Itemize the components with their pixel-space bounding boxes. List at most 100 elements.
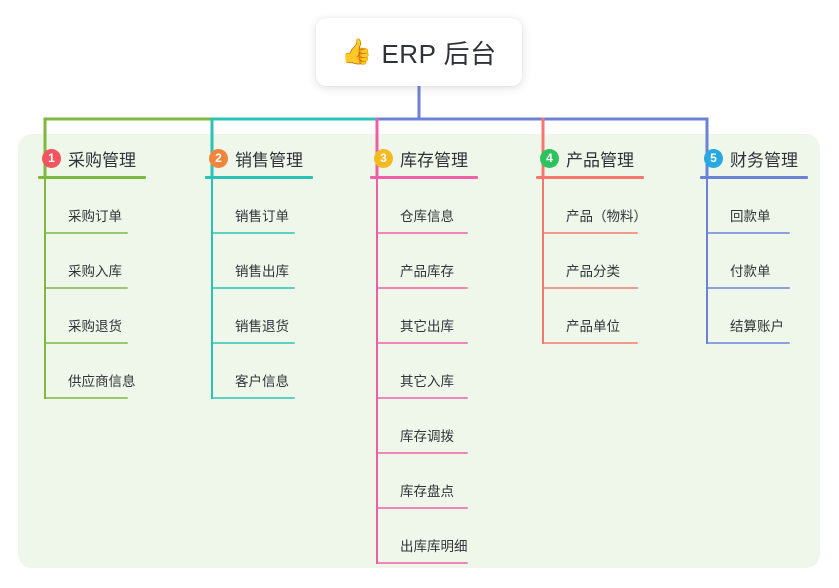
branch-item[interactable]: 销售出库 <box>205 234 313 289</box>
thumbs-up-icon: 👍 <box>341 37 373 66</box>
branch-children-1: 采购订单采购入库采购退货供应商信息 <box>38 179 146 399</box>
branch-badge-icon-5: 5 <box>704 148 723 168</box>
branch-item-label: 库存调拨 <box>400 429 454 444</box>
branch-item-label: 出库库明细 <box>400 539 468 554</box>
branch-item[interactable]: 其它出库 <box>370 289 478 344</box>
root-node-label: ERP 后台 <box>381 38 497 69</box>
branch-spine-4 <box>542 179 544 344</box>
branch-item[interactable]: 产品分类 <box>536 234 644 289</box>
branch-header-1[interactable]: 1 采购管理 <box>38 145 146 171</box>
branch-item-label: 其它入库 <box>400 374 454 389</box>
branch-header-rule-5 <box>700 176 808 179</box>
branch-item-rule <box>706 287 790 289</box>
branch-item[interactable]: 仓库信息 <box>370 179 478 234</box>
branch-children-5: 回款单付款单结算账户 <box>700 179 808 344</box>
branch-item-label: 结算账户 <box>730 319 784 334</box>
branch-item-label: 销售订单 <box>235 209 289 224</box>
branch-item-rule <box>542 232 638 234</box>
branch-item[interactable]: 客户信息 <box>205 344 313 399</box>
branch-header-2[interactable]: 2 销售管理 <box>205 145 313 171</box>
branch-item-label: 销售出库 <box>235 264 289 279</box>
branch-header-rule-2 <box>205 176 313 179</box>
branch-column-1: 1 采购管理采购订单采购入库采购退货供应商信息 <box>38 145 146 399</box>
branch-item-label: 采购退货 <box>68 319 122 334</box>
branch-item-rule <box>376 562 468 564</box>
branch-item[interactable]: 付款单 <box>700 234 808 289</box>
branch-item[interactable]: 产品（物料） <box>536 179 647 234</box>
branch-column-5: 5 财务管理回款单付款单结算账户 <box>700 145 808 344</box>
branch-item[interactable]: 采购入库 <box>38 234 146 289</box>
branch-item-rule <box>376 397 468 399</box>
branch-item-label: 采购入库 <box>68 264 122 279</box>
branch-item[interactable]: 其它入库 <box>370 344 478 399</box>
branch-spine-3 <box>376 179 378 564</box>
branch-column-2: 2 销售管理销售订单销售出库销售退货客户信息 <box>205 145 313 399</box>
branch-children-4: 产品（物料） 产品分类产品单位 <box>536 179 647 344</box>
branch-item-label: 其它出库 <box>400 319 454 334</box>
branch-item-rule <box>211 232 295 234</box>
branch-item-rule <box>376 507 468 509</box>
branch-item-label: 回款单 <box>730 209 771 224</box>
branch-children-2: 销售订单销售出库销售退货客户信息 <box>205 179 313 399</box>
branch-item-rule <box>376 232 468 234</box>
branch-item-label: 产品（物料） <box>566 209 647 224</box>
branch-item-label: 产品分类 <box>566 264 620 279</box>
branch-item-rule <box>706 232 790 234</box>
branch-header-rule-1 <box>38 176 146 179</box>
branch-item-label: 销售退货 <box>235 319 289 334</box>
branches-panel <box>18 134 820 568</box>
branch-badge-icon-4: 4 <box>540 148 559 168</box>
branch-badge-icon-2: 2 <box>209 148 228 168</box>
branch-item[interactable]: 库存盘点 <box>370 454 478 509</box>
branch-title-2: 销售管理 <box>235 150 303 170</box>
branch-header-4[interactable]: 4 产品管理 <box>536 145 644 171</box>
branch-item-rule <box>44 287 128 289</box>
branch-item-rule <box>211 287 295 289</box>
branch-item[interactable]: 供应商信息 <box>38 344 146 399</box>
branch-item-label: 客户信息 <box>235 374 289 389</box>
branch-item-rule <box>211 342 295 344</box>
branch-title-4: 产品管理 <box>566 150 634 170</box>
branch-badge-icon-3: 3 <box>374 148 393 168</box>
branch-item-label: 产品单位 <box>566 319 620 334</box>
branch-item[interactable]: 产品单位 <box>536 289 644 344</box>
branch-item-rule <box>376 452 468 454</box>
branch-item-rule <box>44 232 128 234</box>
branch-item-label: 产品库存 <box>400 264 454 279</box>
branch-item-label: 库存盘点 <box>400 484 454 499</box>
branch-item-label: 供应商信息 <box>68 374 136 389</box>
branch-item[interactable]: 结算账户 <box>700 289 808 344</box>
branch-item-rule <box>211 397 295 399</box>
branch-title-3: 库存管理 <box>400 150 468 170</box>
branch-header-rule-3 <box>370 176 478 179</box>
branch-item-rule <box>376 342 468 344</box>
branch-item[interactable]: 出库库明细 <box>370 509 478 564</box>
branch-item[interactable]: 采购订单 <box>38 179 146 234</box>
branch-item[interactable]: 回款单 <box>700 179 808 234</box>
branch-title-5: 财务管理 <box>730 150 798 170</box>
branch-item[interactable]: 采购退货 <box>38 289 146 344</box>
branch-item[interactable]: 销售退货 <box>205 289 313 344</box>
branch-item-rule <box>542 287 638 289</box>
branch-spine-1 <box>44 179 46 399</box>
branch-item-rule <box>44 342 128 344</box>
branch-item-label: 采购订单 <box>68 209 122 224</box>
branch-item-rule <box>706 342 790 344</box>
branch-item-label: 付款单 <box>730 264 771 279</box>
branch-header-5[interactable]: 5 财务管理 <box>700 145 808 171</box>
branch-badge-icon-1: 1 <box>42 148 61 168</box>
branch-item[interactable]: 销售订单 <box>205 179 313 234</box>
branch-column-4: 4 产品管理产品（物料） 产品分类产品单位 <box>536 145 647 344</box>
branch-column-3: 3 库存管理仓库信息产品库存其它出库其它入库库存调拨库存盘点出库库明细 <box>370 145 478 564</box>
branch-header-3[interactable]: 3 库存管理 <box>370 145 478 171</box>
branch-item[interactable]: 产品库存 <box>370 234 478 289</box>
branch-item[interactable]: 库存调拨 <box>370 399 478 454</box>
branch-title-1: 采购管理 <box>68 150 136 170</box>
branch-item-label: 仓库信息 <box>400 209 454 224</box>
branch-item-rule <box>542 342 638 344</box>
branch-spine-2 <box>211 179 213 399</box>
branch-header-rule-4 <box>536 176 644 179</box>
root-node[interactable]: 👍 ERP 后台 <box>316 18 522 86</box>
branch-children-3: 仓库信息产品库存其它出库其它入库库存调拨库存盘点出库库明细 <box>370 179 478 564</box>
